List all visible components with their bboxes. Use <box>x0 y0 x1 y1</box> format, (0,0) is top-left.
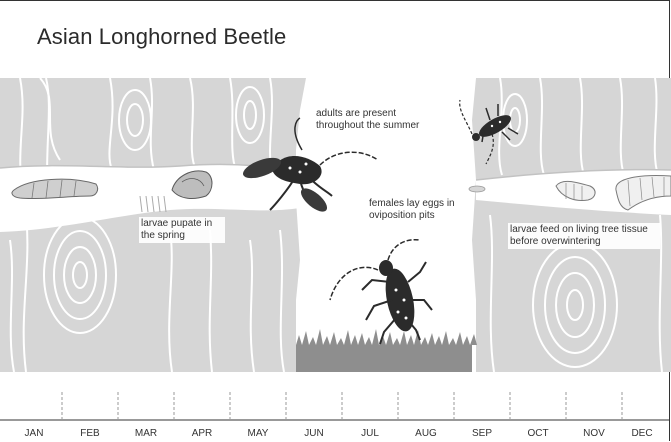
beetle-walking-icon <box>330 240 432 344</box>
month-label: JAN <box>6 428 62 439</box>
note-adults: adults are present throughout the summer <box>314 107 438 133</box>
month-label: OCT <box>510 428 566 439</box>
month-label: FEB <box>62 428 118 439</box>
note-pupate: larvae pupate in the spring <box>139 217 225 243</box>
month-label: DEC <box>614 428 670 439</box>
timeline-axis <box>0 392 670 420</box>
month-label: MAY <box>230 428 286 439</box>
month-label: APR <box>174 428 230 439</box>
month-label: AUG <box>398 428 454 439</box>
egg-icon <box>469 186 485 192</box>
month-timeline: JAN FEB MAR APR MAY JUN JUL AUG SEP OCT … <box>0 420 670 442</box>
note-eggs: females lay eggs in oviposition pits <box>367 197 471 223</box>
month-label: SEP <box>454 428 510 439</box>
month-label: JUN <box>286 428 342 439</box>
month-label: JUL <box>342 428 398 439</box>
note-larvae: larvae feed on living tree tissue before… <box>508 223 660 249</box>
grass-strip <box>296 329 477 372</box>
month-label: MAR <box>118 428 174 439</box>
